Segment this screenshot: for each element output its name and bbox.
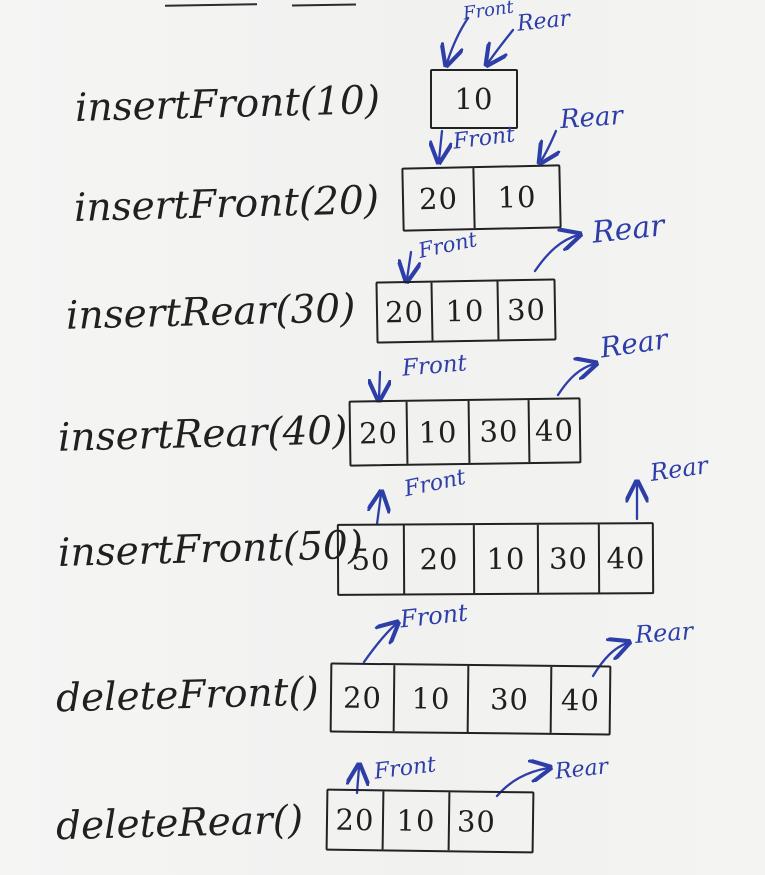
- deque-cell: 20: [404, 525, 476, 594]
- rear-pointer-label: Rear: [559, 100, 624, 136]
- operation-label: insertFront(50): [57, 523, 364, 576]
- deque-cell: 10: [383, 791, 451, 851]
- deque-box: 20 10: [401, 164, 562, 232]
- deque-cell: 30: [469, 400, 531, 463]
- deque-cell: 10: [474, 524, 540, 594]
- operation-label: insertFront(10): [74, 78, 381, 131]
- deque-cell: 30: [456, 804, 497, 839]
- deque-cell: 20: [377, 282, 434, 342]
- deque-cell: 40: [534, 413, 575, 449]
- deque-cell: 40: [560, 682, 601, 718]
- deque-cell: 10: [454, 82, 494, 116]
- deque-box: 50 20 10 30 40: [336, 522, 655, 596]
- deque-cell: 20: [403, 168, 476, 230]
- operation-label: insertRear(40): [57, 408, 348, 461]
- deque-box: 20 10 30: [375, 278, 557, 344]
- deque-cell: 10: [394, 665, 470, 732]
- operation-label: insertRear(30): [65, 286, 356, 339]
- operation-label: insertFront(20): [73, 178, 380, 231]
- deque-box: 20 10 30: [325, 788, 535, 854]
- deque-cell: 20: [331, 664, 396, 732]
- deque-cell: 30: [468, 665, 553, 733]
- deque-cell: 10: [432, 281, 500, 341]
- deque-box: 20 10 30 40: [329, 662, 612, 736]
- rear-pointer-label: Rear: [634, 617, 694, 649]
- deque-cell: 20: [350, 401, 409, 465]
- deque-cell: 30: [538, 524, 601, 593]
- deque-cell: 10: [497, 179, 537, 215]
- deque-cell: 40: [606, 541, 646, 576]
- deque-cell: 50: [338, 525, 406, 594]
- operation-label: deleteFront(): [55, 669, 320, 722]
- deque-box: 20 10 30 40: [348, 397, 582, 467]
- deque-box: 10: [430, 69, 518, 129]
- operation-label: deleteRear(): [55, 797, 304, 850]
- deque-cell: 20: [327, 790, 385, 850]
- deque-cell: 30: [506, 292, 547, 328]
- deque-cell: 10: [407, 400, 471, 464]
